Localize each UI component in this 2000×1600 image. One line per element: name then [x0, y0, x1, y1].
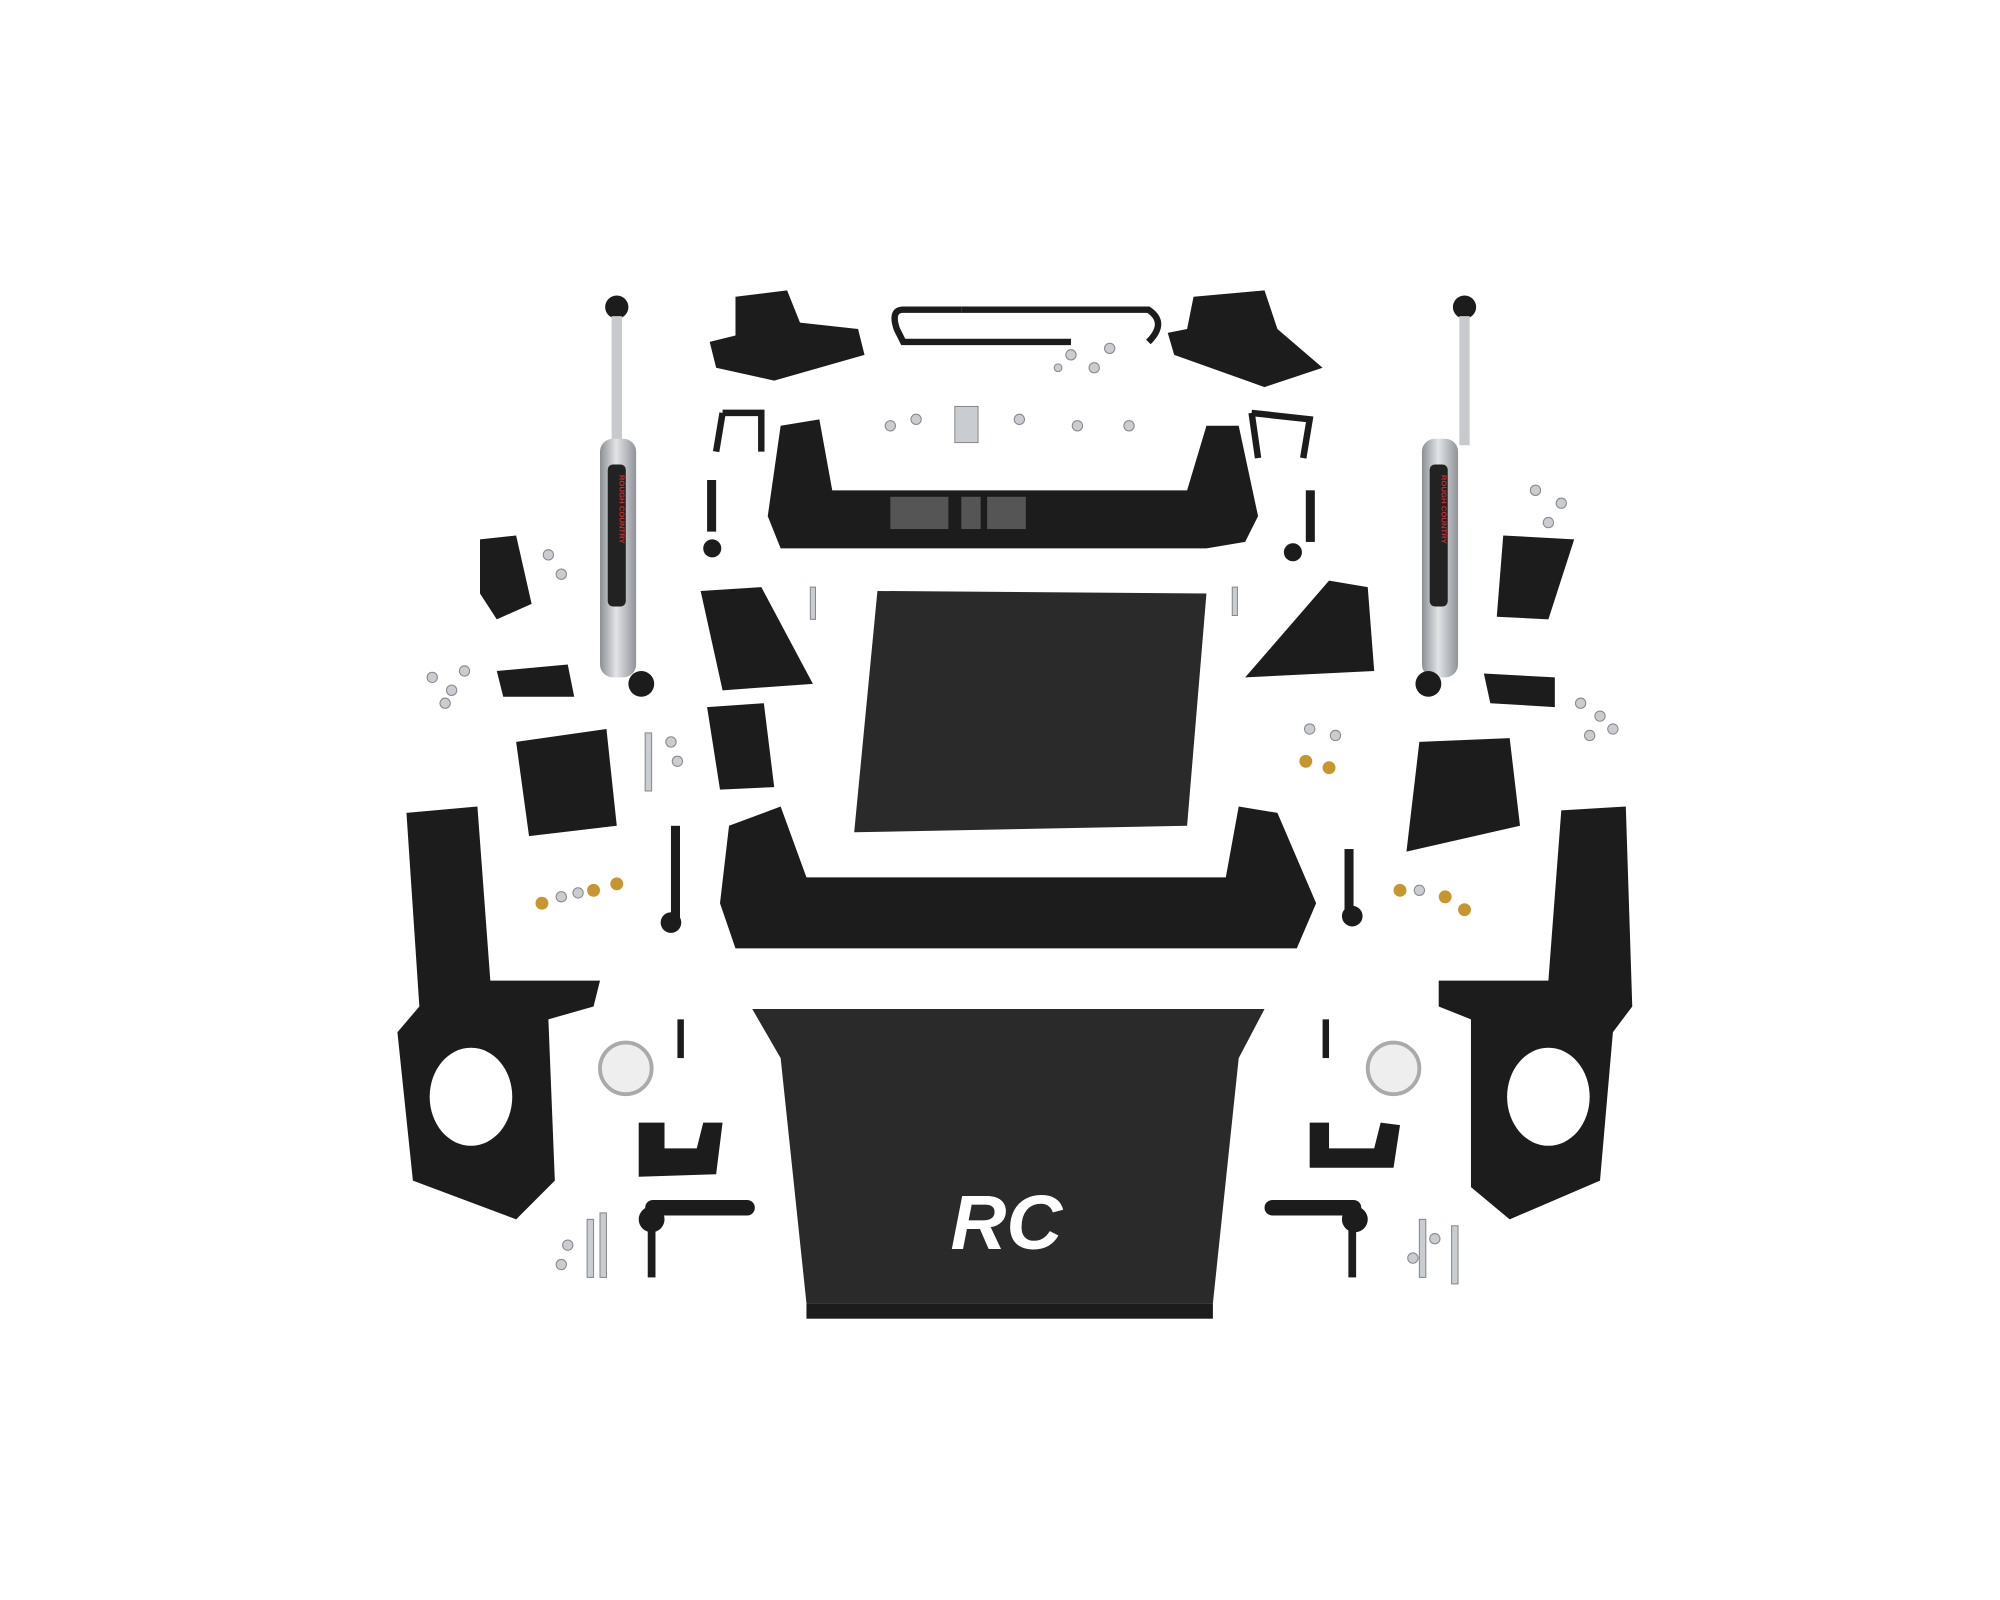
right-diff-spacer: [1365, 1040, 1422, 1097]
right-strut-spacer: [1406, 738, 1520, 852]
left-strut-spacer: [516, 729, 617, 837]
right-steering-knuckle: [1438, 806, 1633, 1220]
bolts: [660, 480, 1363, 933]
right-sway-bracket: [1483, 673, 1555, 708]
svg-text:ROUGH COUNTRY: ROUGH COUNTRY: [617, 475, 626, 545]
left-side-plate: [700, 587, 813, 691]
left-diff-spacer: [598, 1040, 654, 1097]
right-shock: ROUGH COUNTRY: [1415, 295, 1477, 697]
hardware: [426, 342, 1619, 1285]
right-diff-bracket: [1309, 1122, 1400, 1168]
mid-bracket: [707, 703, 775, 790]
left-tie-rod-end: [638, 1200, 755, 1278]
left-sway-bracket: [496, 664, 575, 697]
rc-logo: RC: [951, 1180, 1064, 1266]
front-skid-plate: [752, 1009, 1265, 1304]
u-bolts: [712, 306, 1314, 459]
top-right-bracket: [1167, 290, 1323, 388]
left-small-bracket: [480, 535, 532, 620]
left-shock: ROUGH COUNTRY: [600, 295, 655, 697]
svg-text:ROUGH COUNTRY: ROUGH COUNTRY: [1439, 475, 1448, 545]
right-tie-rod-end: [1264, 1200, 1368, 1278]
left-steering-knuckle: [397, 806, 600, 1220]
right-small-bracket: [1496, 535, 1575, 620]
left-diff-bracket: [638, 1122, 723, 1177]
right-side-plate: [1245, 580, 1375, 678]
mid-skid-plate: [854, 590, 1207, 833]
top-left-bracket: [709, 290, 865, 381]
